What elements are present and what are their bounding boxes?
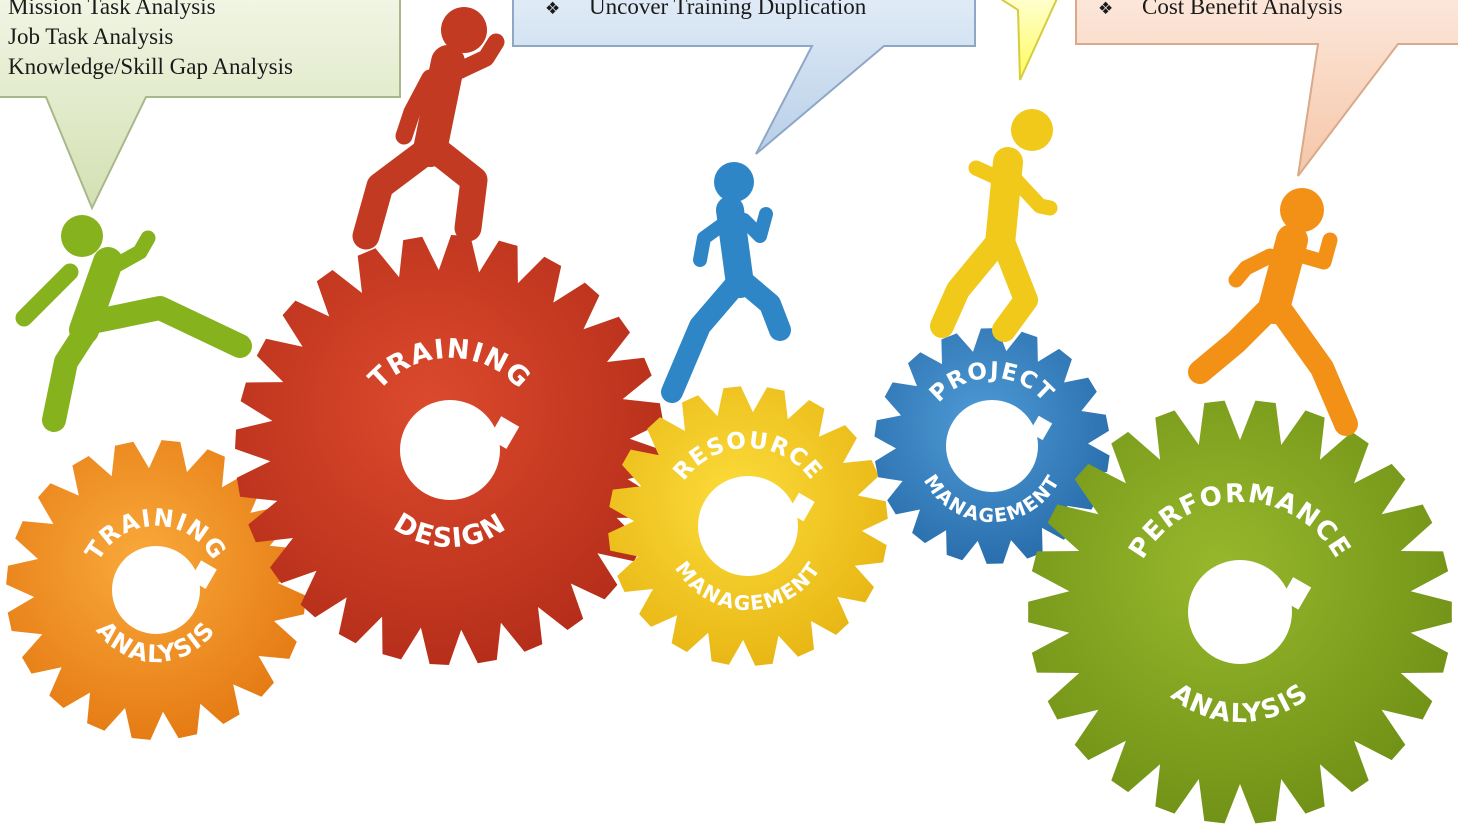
gear-resource-management-keyway bbox=[787, 492, 815, 522]
gear-resource-management-hub-hole bbox=[698, 476, 798, 576]
gear-resource-management bbox=[608, 386, 888, 666]
callout-performance-analysis bbox=[1075, 0, 1458, 177]
gear-performance-analysis-hub-hole bbox=[1188, 560, 1292, 664]
runner-blue-figure bbox=[661, 162, 791, 403]
diamond-bullet-icon: ❖ bbox=[545, 0, 561, 19]
gear-training-design-keyway bbox=[488, 416, 520, 449]
gear-training-analysis-keyway bbox=[189, 560, 217, 589]
gear-performance-analysis-keyway bbox=[1280, 577, 1312, 610]
gear-performance-analysis bbox=[1028, 400, 1452, 824]
callout-line: Knowledge/Skill Gap Analysis bbox=[8, 54, 293, 79]
callout-line: Job Task Analysis bbox=[8, 24, 174, 49]
runner-red-figure bbox=[352, 7, 505, 250]
callout-resource-management bbox=[1000, 0, 1058, 81]
gear-training-design-hub-hole bbox=[400, 400, 500, 500]
callout-training-design-text: ❖ Uncover Training Duplication bbox=[513, 0, 975, 48]
gear-project-management-hub-hole bbox=[946, 400, 1038, 492]
gear-training-analysis bbox=[6, 440, 306, 740]
diamond-bullet-icon: ❖ bbox=[1098, 0, 1114, 19]
gear-training-analysis-hub-hole bbox=[112, 546, 200, 634]
callout-training-analysis-text: Mission Task Analysis Job Task Analysis … bbox=[0, 0, 400, 97]
runner-yellow-figure bbox=[930, 109, 1058, 342]
gear-project-management-keyway bbox=[1029, 415, 1053, 441]
callout-training-analysis bbox=[0, 0, 401, 211]
callout-line: Uncover Training Duplication bbox=[589, 0, 867, 19]
runner-green-figure bbox=[15, 215, 252, 432]
callout-line: Cost Benefit Analysis bbox=[1142, 0, 1343, 19]
callout-training-design bbox=[512, 0, 976, 155]
gear-project-management bbox=[874, 328, 1110, 564]
gear-training-design bbox=[235, 235, 665, 665]
runner-orange-figure bbox=[1188, 188, 1358, 436]
callout-performance-analysis-text: ❖ Cost Benefit Analysis bbox=[1076, 0, 1458, 44]
callout-line: Mission Task Analysis bbox=[8, 0, 216, 19]
